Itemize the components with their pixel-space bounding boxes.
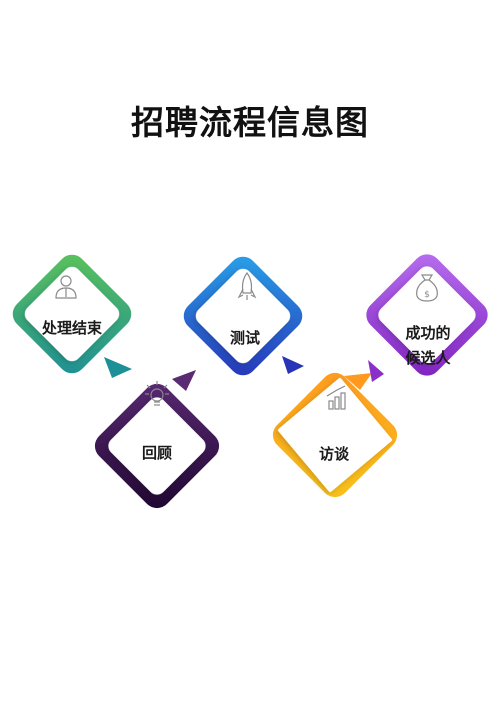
step-label-line2: 候选人: [405, 349, 451, 367]
step-successful-candidate: $ 成功的 候选人: [366, 254, 488, 382]
step-label: 回顾: [142, 444, 172, 462]
step-label: 测试: [230, 329, 260, 347]
lightbulb-icon: [145, 381, 169, 406]
step-test: 测试: [183, 256, 304, 376]
money-bag-icon: $: [416, 274, 438, 302]
svg-text:$: $: [424, 290, 430, 300]
step-label: 访谈: [319, 445, 350, 463]
step-interview: 访谈: [272, 372, 398, 498]
step-label-line1: 成功的: [405, 324, 450, 342]
person-icon: [55, 275, 77, 299]
bar-chart-icon: [326, 385, 346, 410]
rocket-icon: [237, 271, 257, 300]
step-process-end: 处理结束: [12, 254, 132, 378]
step-review: 回顾: [94, 370, 220, 509]
page-title: 招聘流程信息图: [131, 103, 369, 142]
step-label: 处理结束: [41, 319, 103, 337]
